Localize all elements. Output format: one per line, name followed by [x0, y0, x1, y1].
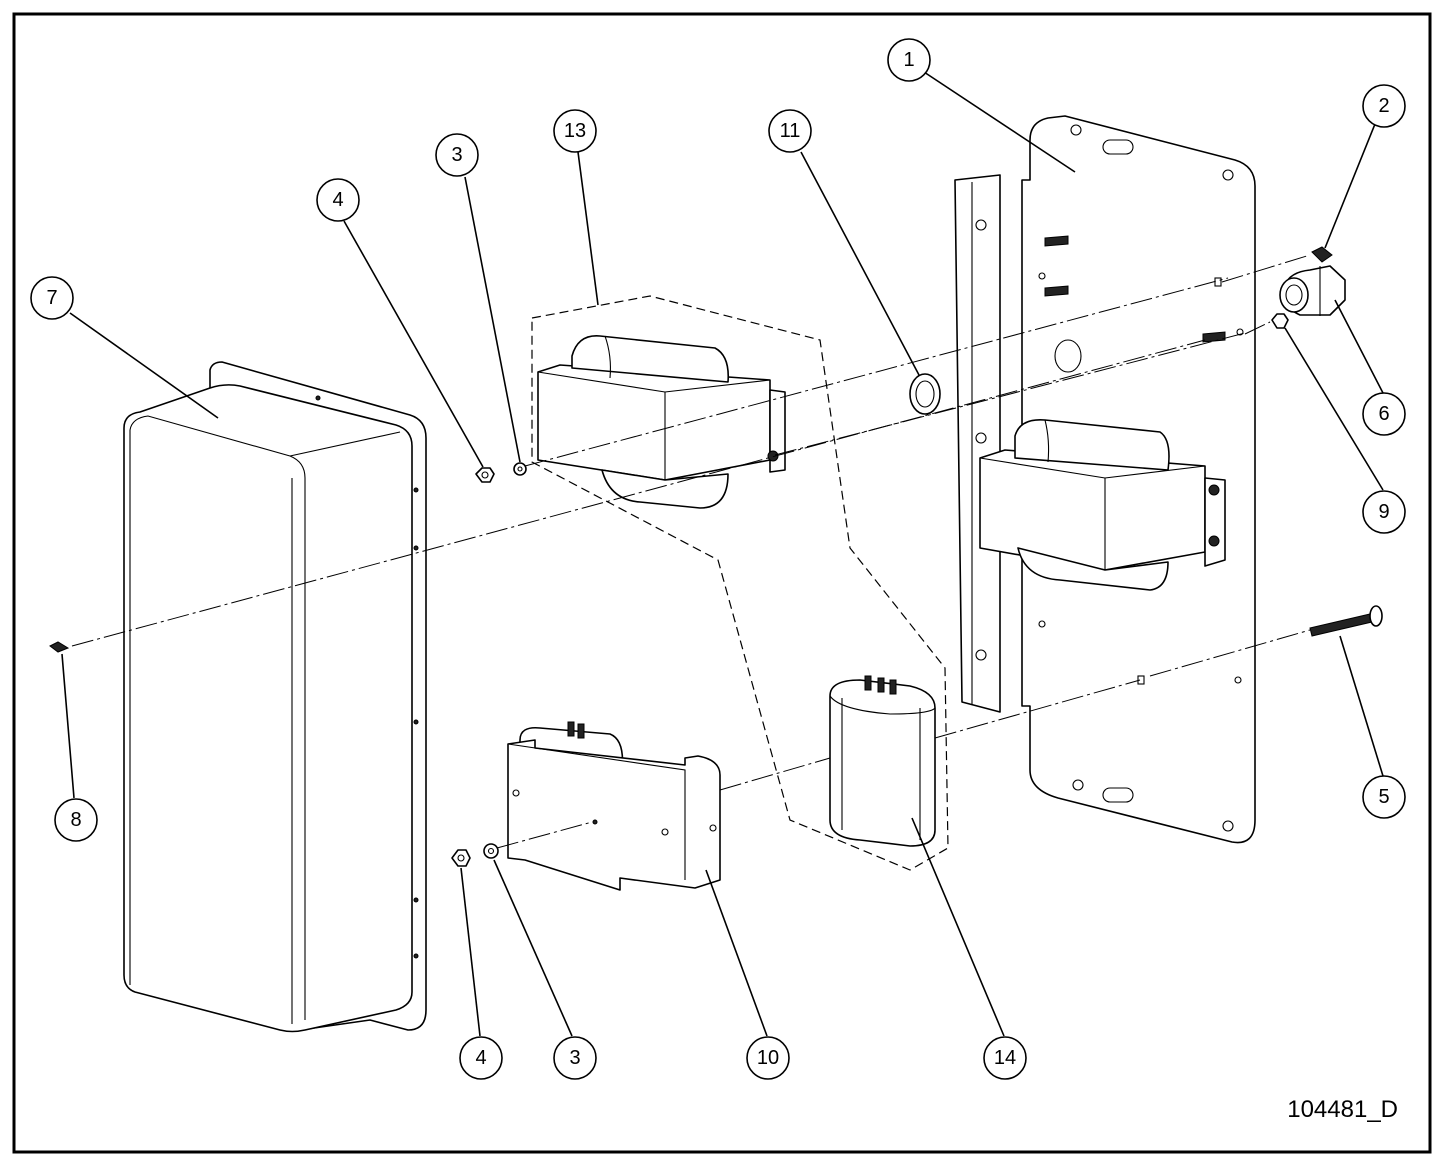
- capacitor: [829, 675, 936, 847]
- balloon-label: 6: [1378, 403, 1389, 425]
- leader-lines: [61, 71, 1384, 1037]
- balloon-3-bottom: 3: [553, 1036, 597, 1080]
- balloon-label: 11: [780, 120, 801, 142]
- balloon-label: 5: [1378, 786, 1389, 808]
- balloon-3-top: 3: [435, 133, 479, 177]
- assembly-outline: [531, 295, 949, 871]
- transformer-assembly: [537, 335, 786, 509]
- balloon-label: 4: [332, 189, 343, 211]
- balloon-label: 14: [994, 1047, 1016, 1069]
- balloon-label: 1: [903, 49, 914, 71]
- balloon-13: 13: [553, 109, 597, 153]
- balloon-14: 14: [983, 1036, 1027, 1080]
- balloon-label: 13: [564, 120, 586, 142]
- balloon-6: 6: [1362, 392, 1406, 436]
- drawing-number: 104481_D: [1287, 1096, 1398, 1123]
- balloon-10: 10: [746, 1036, 790, 1080]
- balloon-5: 5: [1362, 775, 1406, 819]
- balloon-label: 9: [1378, 501, 1389, 523]
- balloon-label: 4: [475, 1047, 486, 1069]
- hardware: [49, 246, 1383, 867]
- balloon-label: 3: [569, 1047, 580, 1069]
- cover-enclosure: [123, 361, 427, 1033]
- balloon-label: 10: [757, 1047, 779, 1069]
- balloon-label: 3: [451, 144, 462, 166]
- capacitor-bracket: [507, 721, 721, 891]
- balloon-label: 2: [1378, 95, 1389, 117]
- balloon-11: 11: [768, 109, 812, 153]
- mounting-plate: [954, 115, 1256, 844]
- balloon-label: 8: [70, 809, 81, 831]
- assembly-lines: [71, 254, 1311, 849]
- balloon-4-bottom: 4: [459, 1036, 503, 1080]
- balloon-label: 7: [46, 287, 57, 309]
- balloon-9: 9: [1362, 490, 1406, 534]
- balloon-1: 1: [887, 38, 931, 82]
- balloon-2: 2: [1362, 84, 1406, 128]
- drawing-frame: [12, 12, 1432, 1154]
- balloon-8: 8: [54, 798, 98, 842]
- balloon-4-top: 4: [316, 178, 360, 222]
- balloon-7: 7: [30, 276, 74, 320]
